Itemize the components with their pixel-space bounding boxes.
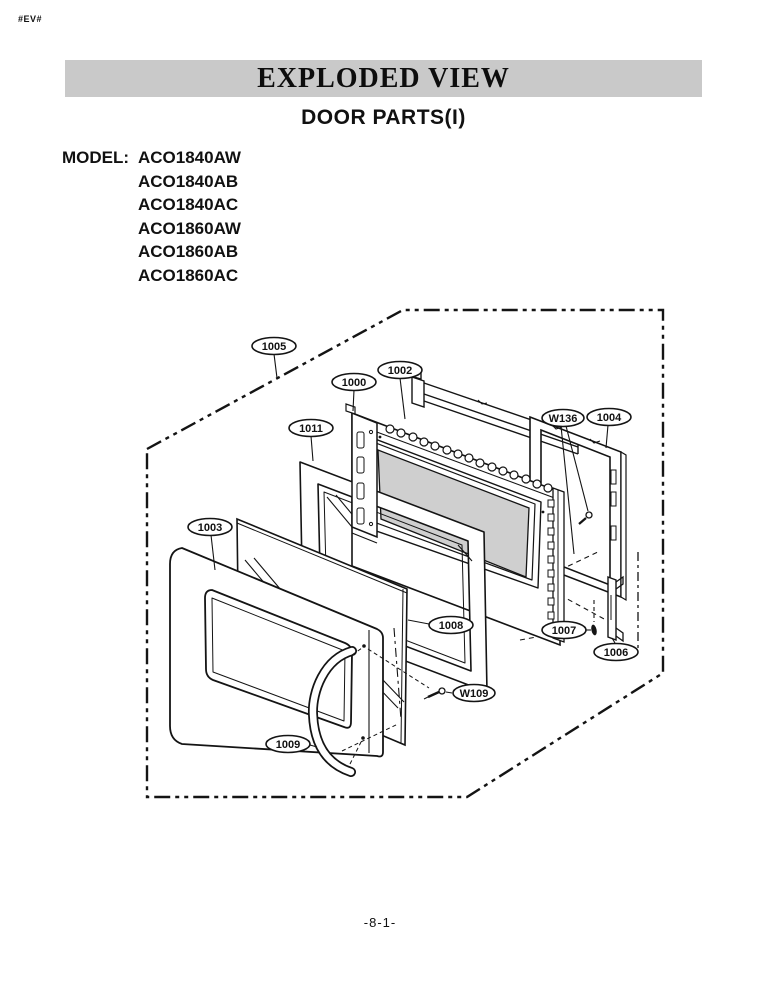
leader-line bbox=[605, 424, 609, 449]
model-item: ACO1840AC bbox=[138, 195, 239, 214]
leader-line bbox=[560, 425, 575, 555]
callout-label: 1007 bbox=[552, 625, 576, 637]
pin-part-1007 bbox=[591, 624, 597, 636]
callout-1007: 1007 bbox=[541, 620, 587, 640]
callout-1005: 1005 bbox=[251, 336, 297, 356]
screw-W109 bbox=[423, 687, 446, 700]
latch-part-1006 bbox=[607, 575, 624, 643]
callout-label: W136 bbox=[549, 413, 578, 425]
callout-label: 1011 bbox=[299, 423, 323, 435]
corner-mark: #EV# bbox=[18, 14, 43, 24]
callout-1011: 1011 bbox=[288, 418, 334, 438]
bracket-part-1000 bbox=[345, 403, 378, 544]
diagram-border bbox=[145, 308, 665, 799]
model-item: ACO1840AB bbox=[138, 171, 239, 191]
page-title: EXPLODED VIEW bbox=[257, 62, 510, 94]
model-section: MODEL: ACO1840AW ACO1840AB ACO1840AC ACO… bbox=[62, 146, 241, 287]
serrated-edge-strip bbox=[547, 487, 565, 643]
title-bar: EXPLODED VIEW bbox=[65, 60, 702, 97]
door-handle-part-1009 bbox=[307, 627, 430, 777]
leader-lines bbox=[210, 353, 616, 748]
leader-line bbox=[309, 744, 318, 748]
callout-label: 1005 bbox=[262, 341, 286, 353]
page-number: -8-1- bbox=[363, 915, 397, 930]
leader-line bbox=[352, 389, 355, 412]
model-item: ACO1860AC bbox=[138, 265, 239, 285]
callout-1003: 1003 bbox=[187, 517, 233, 537]
callout-label: 1008 bbox=[439, 620, 463, 632]
choke-seal-curls bbox=[385, 424, 553, 493]
callout-1006: 1006 bbox=[593, 642, 639, 662]
callout-1002: 1002 bbox=[377, 360, 423, 380]
leader-line bbox=[565, 425, 589, 512]
model-item: ACO1860AB bbox=[138, 242, 239, 261]
callout-1008: 1008 bbox=[428, 615, 474, 635]
callout-label: W109 bbox=[460, 688, 489, 700]
leader-line bbox=[611, 637, 616, 644]
callout-label: 1002 bbox=[388, 365, 412, 377]
screw-W136 bbox=[578, 511, 593, 525]
leader-line bbox=[407, 619, 430, 625]
page-subtitle: DOOR PARTS(I) bbox=[301, 106, 466, 129]
leader-line bbox=[310, 435, 314, 462]
model-item: ACO1860AW bbox=[138, 218, 241, 238]
callouts: 1005 1000 1002 1011 W136 1004 bbox=[187, 336, 639, 754]
callout-1000: 1000 bbox=[331, 372, 377, 392]
leader-line bbox=[445, 691, 453, 694]
callout-1009: 1009 bbox=[265, 734, 311, 754]
callout-label: 1006 bbox=[604, 647, 628, 659]
callout-label: 1004 bbox=[597, 412, 622, 424]
callout-label: 1000 bbox=[342, 377, 366, 389]
leader-line bbox=[210, 534, 216, 571]
leader-line bbox=[273, 353, 278, 379]
callout-1004: 1004 bbox=[586, 407, 632, 427]
model-item: ACO1840AW bbox=[138, 148, 241, 167]
front-door-part-1003 bbox=[169, 547, 384, 758]
model-label: MODEL: bbox=[62, 148, 130, 167]
callout-W136: W136 bbox=[541, 408, 585, 428]
model-list: ACO1840AW ACO1840AB ACO1840AC ACO1860AW … bbox=[138, 146, 241, 287]
leader-line bbox=[399, 377, 406, 420]
callout-W109: W109 bbox=[452, 683, 496, 703]
callout-label: 1003 bbox=[198, 522, 222, 534]
callout-label: 1009 bbox=[276, 739, 300, 751]
